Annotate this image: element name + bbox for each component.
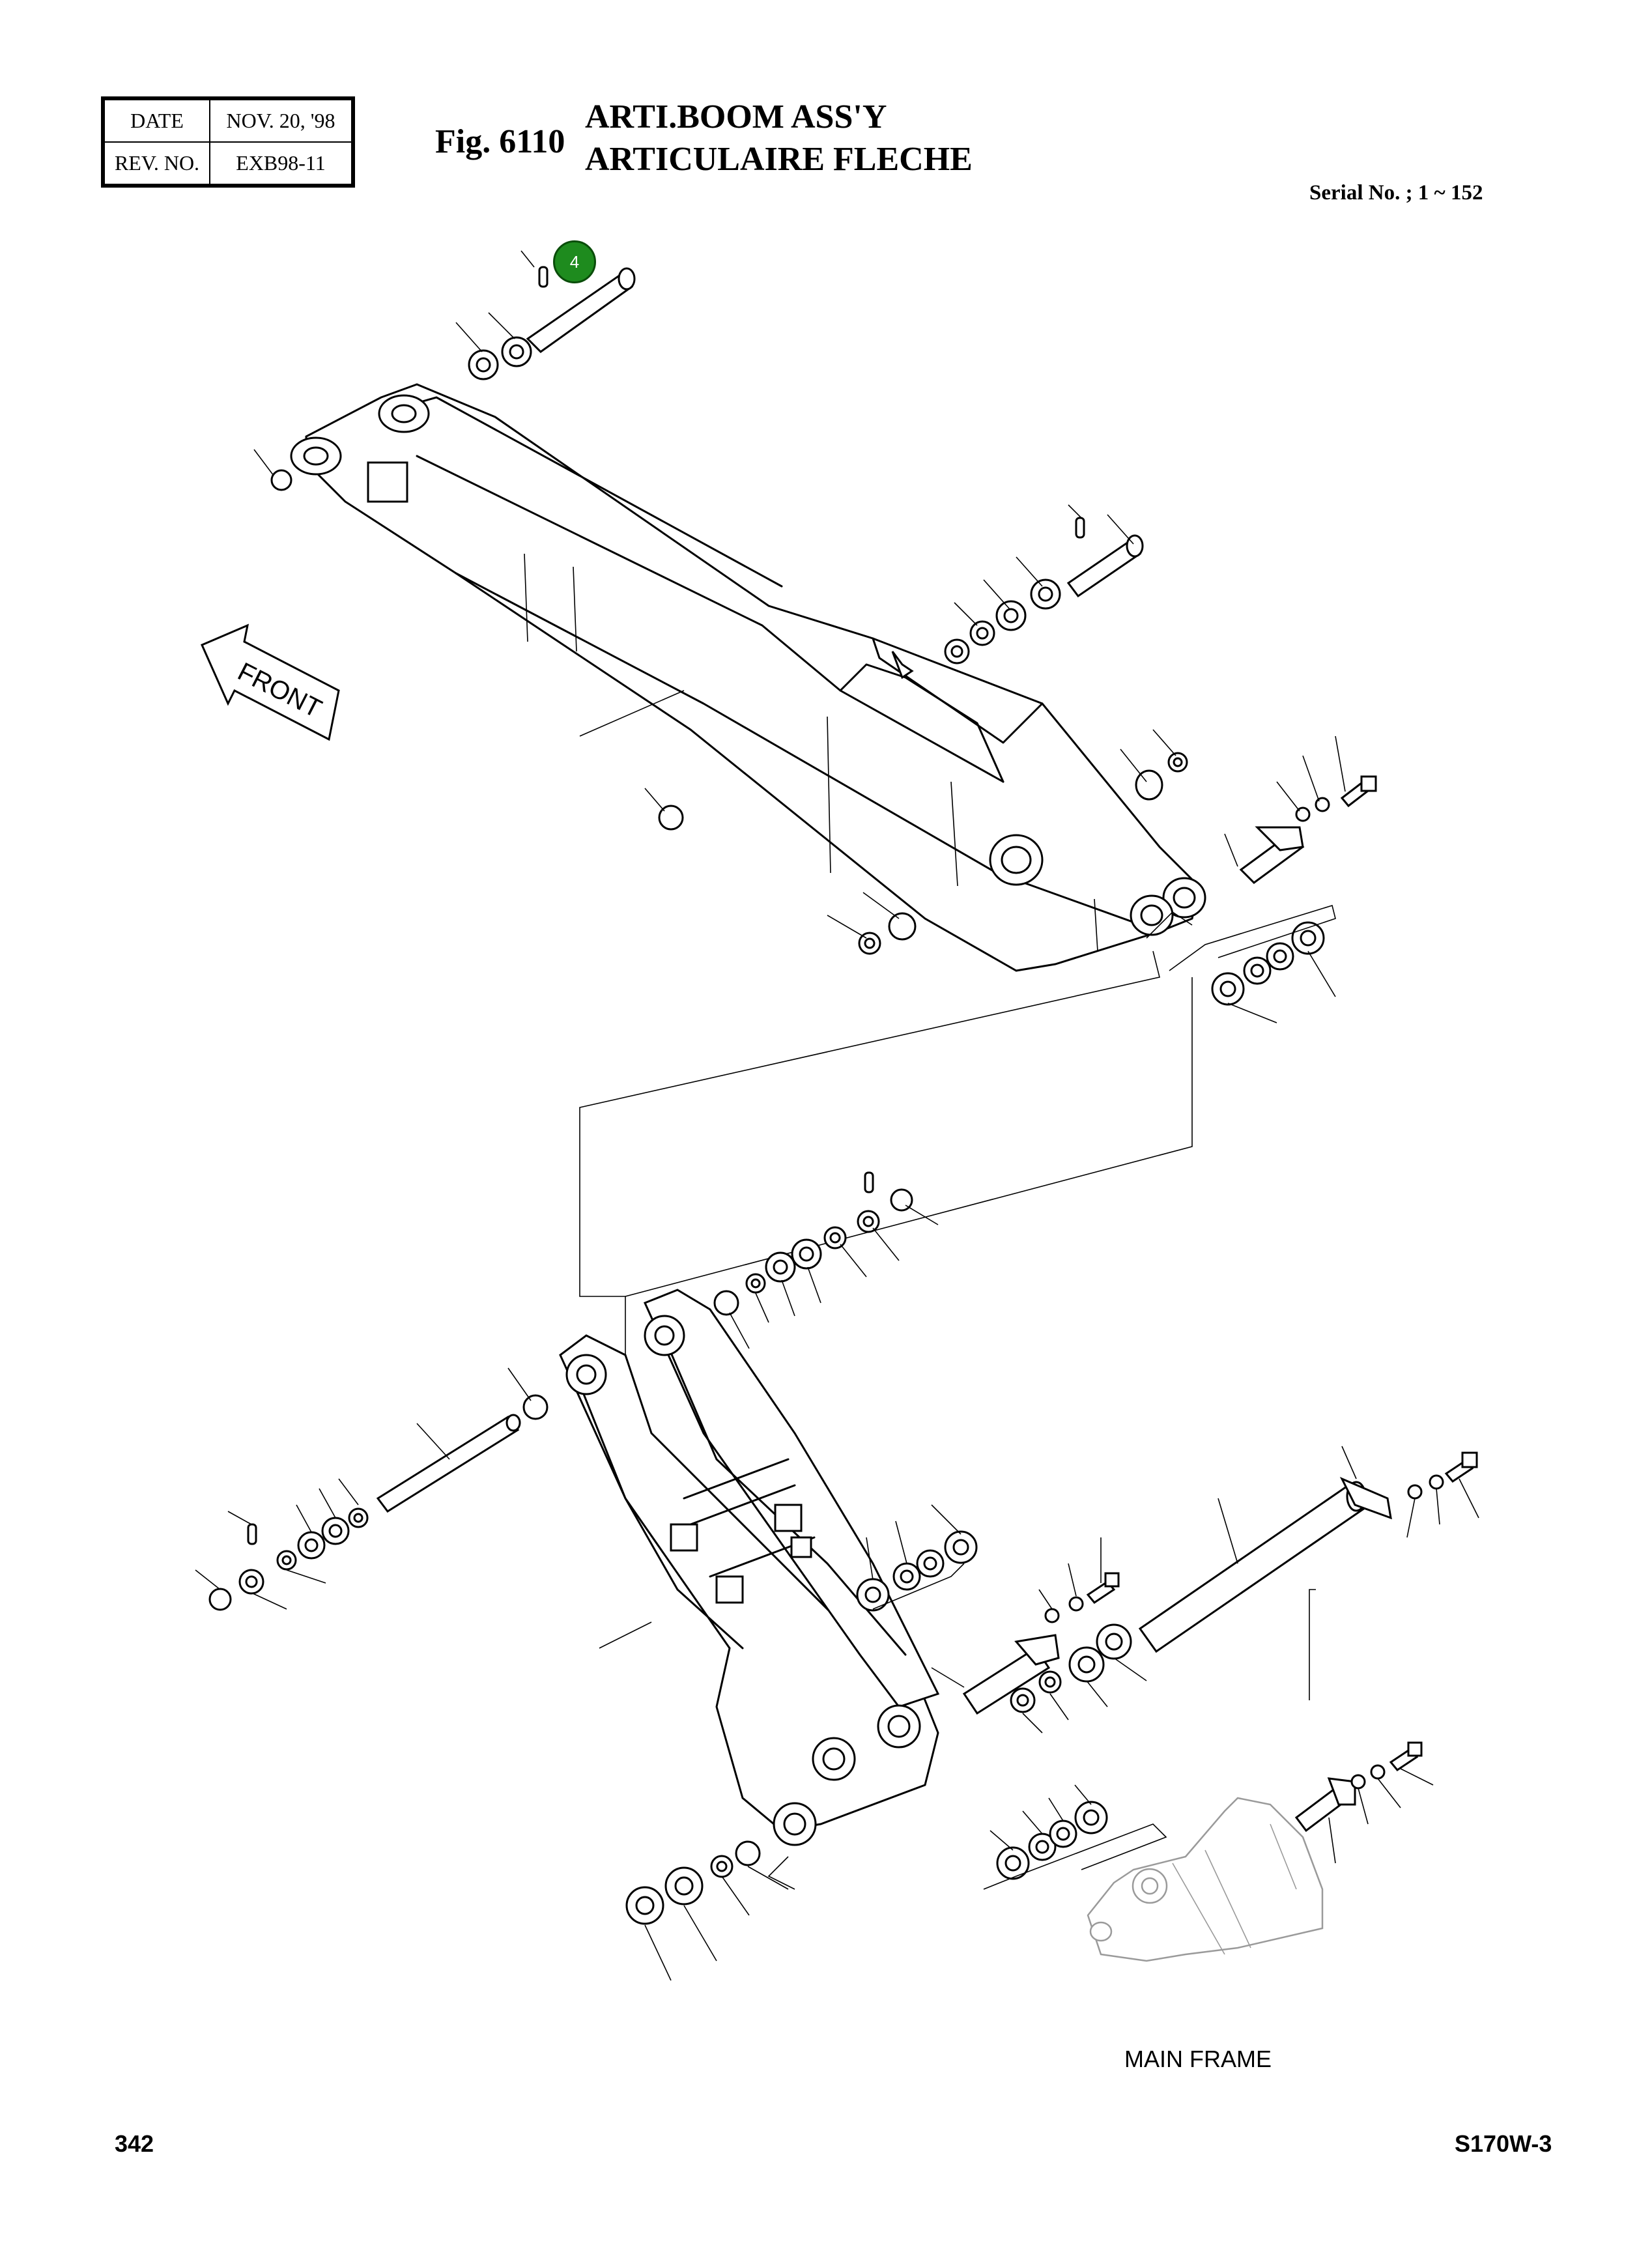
front-arrow [201,623,340,741]
main-frame-label: MAIN FRAME [1124,2046,1272,2072]
lower-hardware [208,1171,1478,1925]
upper-leader-lines [253,250,1346,1023]
main-frame [1087,1797,1324,1962]
serial-range: Serial No. ; 1 ~ 152 [1309,181,1483,205]
page-number: 342 [115,2130,154,2157]
rev-value: EXB98-11 [209,141,352,185]
upper-boom [290,383,1206,972]
rev-label: REV. NO. [104,141,210,185]
date-label: DATE [104,99,210,143]
lower-boom [559,1289,940,1846]
revision-box: DATE NOV. 20, '98 REV. NO. EXB98-11 [101,96,355,188]
callout-badge[interactable]: 4 [553,240,596,283]
title-french: ARTICULAIRE FLECHE [585,141,973,178]
date-value: NOV. 20, '98 [209,99,352,143]
figure-number: Fig. 6110 [435,123,565,160]
lower-leader-lines [195,1205,1479,1981]
model-number: S170W-3 [1455,2130,1552,2157]
title-english: ARTI.BOOM ASS'Y [585,98,887,136]
upper-hardware [270,266,1377,1006]
